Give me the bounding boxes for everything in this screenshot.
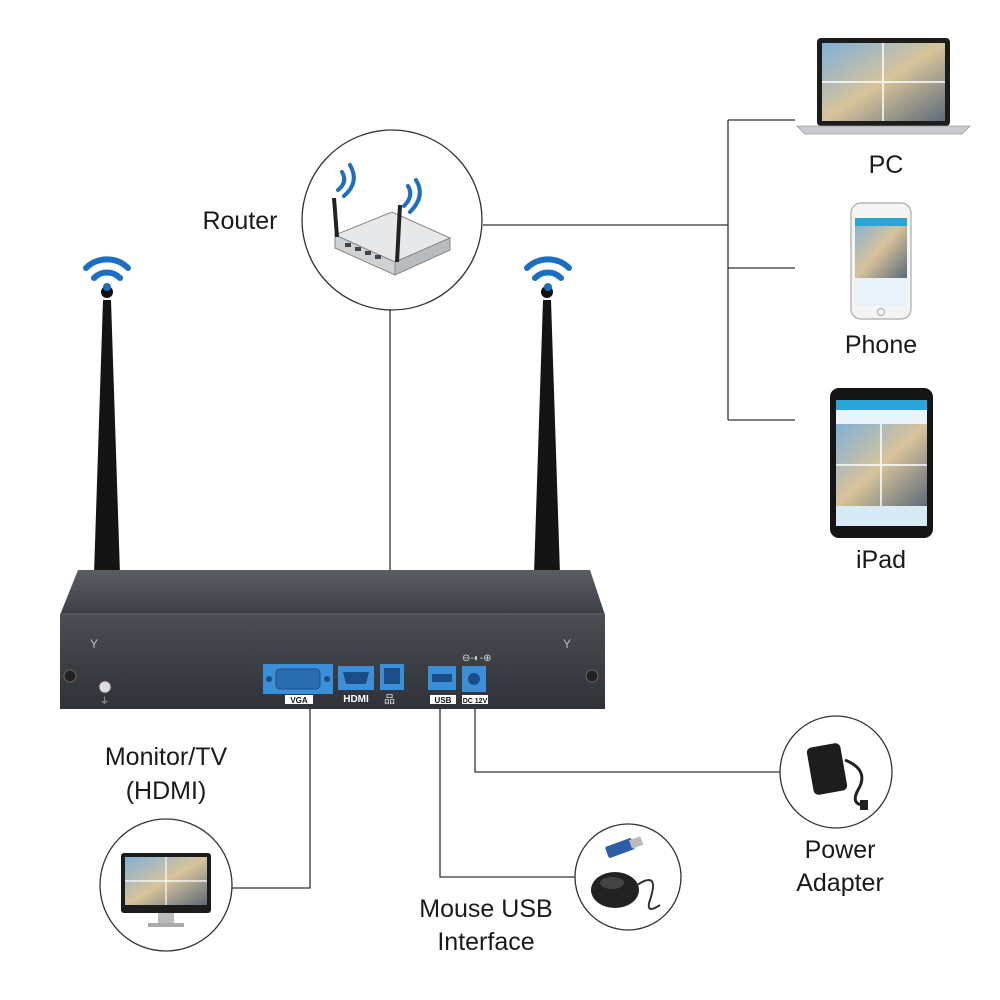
- vga-to-monitor-line: [218, 700, 311, 889]
- router-label: Router: [202, 207, 278, 235]
- monitor-icon: [121, 853, 211, 927]
- vga-label: VGA: [290, 696, 308, 705]
- laptop-icon: [796, 38, 971, 135]
- monitor-label-line1: Monitor/TV: [104, 743, 228, 771]
- ethernet-icon: 品: [384, 693, 395, 706]
- pc-label: PC: [868, 151, 904, 179]
- phone-icon: [850, 202, 912, 320]
- wifi-icon-left: [83, 256, 131, 291]
- antenna-icon: Y: [90, 637, 98, 651]
- monitor-label-line2: (HDMI): [125, 777, 207, 805]
- antenna-icon: Y: [563, 637, 571, 651]
- router-icon: [332, 197, 452, 276]
- svg-text:⏚: ⏚: [100, 696, 109, 706]
- svg-text:⊖-◐-⊕: ⊖-◐-⊕: [462, 653, 491, 664]
- power-label-line1: Power: [804, 836, 876, 864]
- hdmi-label: HDMI: [343, 694, 369, 705]
- ipad-label: iPad: [855, 546, 907, 574]
- usb-to-mouse-line: [439, 705, 575, 878]
- dc-port: ⊖-◐-⊕: [462, 653, 491, 692]
- mouse-label-line1: Mouse USB: [419, 895, 553, 923]
- dc-to-power-line: [474, 705, 780, 773]
- power-adapter-node: [779, 715, 893, 829]
- mouse-label-line2: Interface: [437, 928, 535, 956]
- router-node: [301, 129, 483, 311]
- ethernet-port: [380, 664, 404, 690]
- wifi-icon-right: [524, 256, 572, 291]
- connector-lines: [218, 119, 795, 889]
- vga-port: [263, 664, 333, 694]
- tablet-icon: [830, 388, 933, 538]
- usb-port: [428, 666, 456, 690]
- usb-label: USB: [435, 696, 452, 705]
- monitor-node: [99, 818, 233, 952]
- power-adapter-icon: [806, 743, 868, 810]
- usb-dongle-icon: [605, 836, 644, 858]
- nvr-recorder: Y Y ⏚ 品 ⊖-◐-⊕: [60, 570, 605, 709]
- dc-label: DC 12V: [463, 698, 488, 705]
- ground-icon: [98, 680, 112, 694]
- wifi-icon: [336, 163, 422, 214]
- power-label-line2: Adapter: [796, 869, 884, 897]
- phone-label: Phone: [844, 331, 918, 359]
- mouse-icon: [591, 872, 661, 910]
- hdmi-port: [338, 666, 374, 690]
- mouse-node: [574, 823, 682, 931]
